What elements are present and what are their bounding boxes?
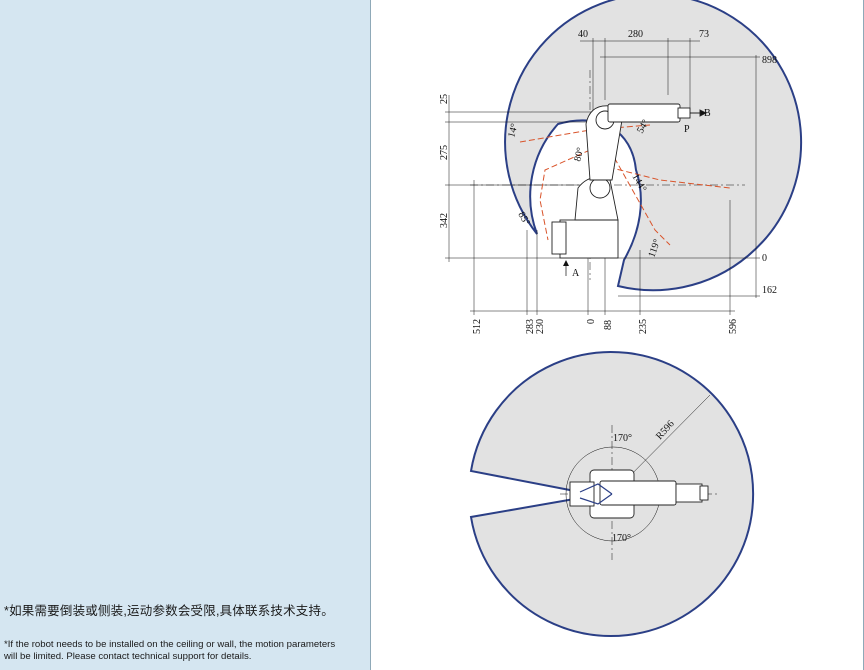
note-english: *If the robot needs to be installed on t… — [4, 639, 370, 663]
top-joint-path — [579, 483, 613, 505]
note-english-line-1: *If the robot needs to be installed on t… — [4, 639, 336, 650]
robot-base — [559, 219, 619, 259]
angle-80: 80° — [572, 146, 586, 162]
side-center-lines — [470, 70, 745, 280]
point-p-label: P — [684, 124, 690, 135]
side-robot — [551, 103, 708, 259]
dim-bottom-230: 230 — [535, 319, 546, 334]
left-info-panel: *如果需要倒装或侧装,运动参数会受限,具体联系技术支持。 *If the rob… — [0, 0, 371, 670]
dim-bottom-283: 283 — [525, 319, 536, 334]
side-dimension-lines — [445, 38, 760, 315]
dim-left-25: 25 — [439, 94, 450, 104]
dim-bottom-596: 596 — [728, 319, 739, 334]
dim-right-162: 162 — [762, 285, 777, 296]
angle-bottom-170: 170° — [612, 533, 631, 544]
note-english-line-2: will be limited. Please contact technica… — [4, 651, 252, 662]
dim-bottom-235: 235 — [638, 319, 649, 334]
top-view: R596 170° 170° — [469, 351, 755, 637]
dim-right-898: 898 — [762, 55, 777, 66]
dim-bottom-0: 0 — [586, 319, 597, 324]
side-view: 40 280 73 898 0 162 25 275 342 512 283 2… — [439, 0, 803, 334]
dim-left-342: 342 — [439, 213, 450, 228]
point-b-label: B — [704, 108, 711, 119]
dim-top-40: 40 — [578, 29, 588, 40]
angle-top-170: 170° — [613, 433, 632, 444]
note-chinese: *如果需要倒装或侧装,运动参数会受限,具体联系技术支持。 — [4, 604, 334, 618]
dim-bottom-88: 88 — [603, 320, 614, 330]
dim-left-275: 275 — [439, 145, 450, 160]
point-a-label: A — [572, 268, 580, 279]
dim-right-0: 0 — [762, 253, 767, 264]
angle-14: 14° — [506, 122, 520, 138]
dim-bottom-512: 512 — [472, 319, 483, 334]
dim-top-280: 280 — [628, 29, 643, 40]
dim-top-73: 73 — [699, 29, 709, 40]
side-joint-trajectory — [519, 124, 731, 246]
